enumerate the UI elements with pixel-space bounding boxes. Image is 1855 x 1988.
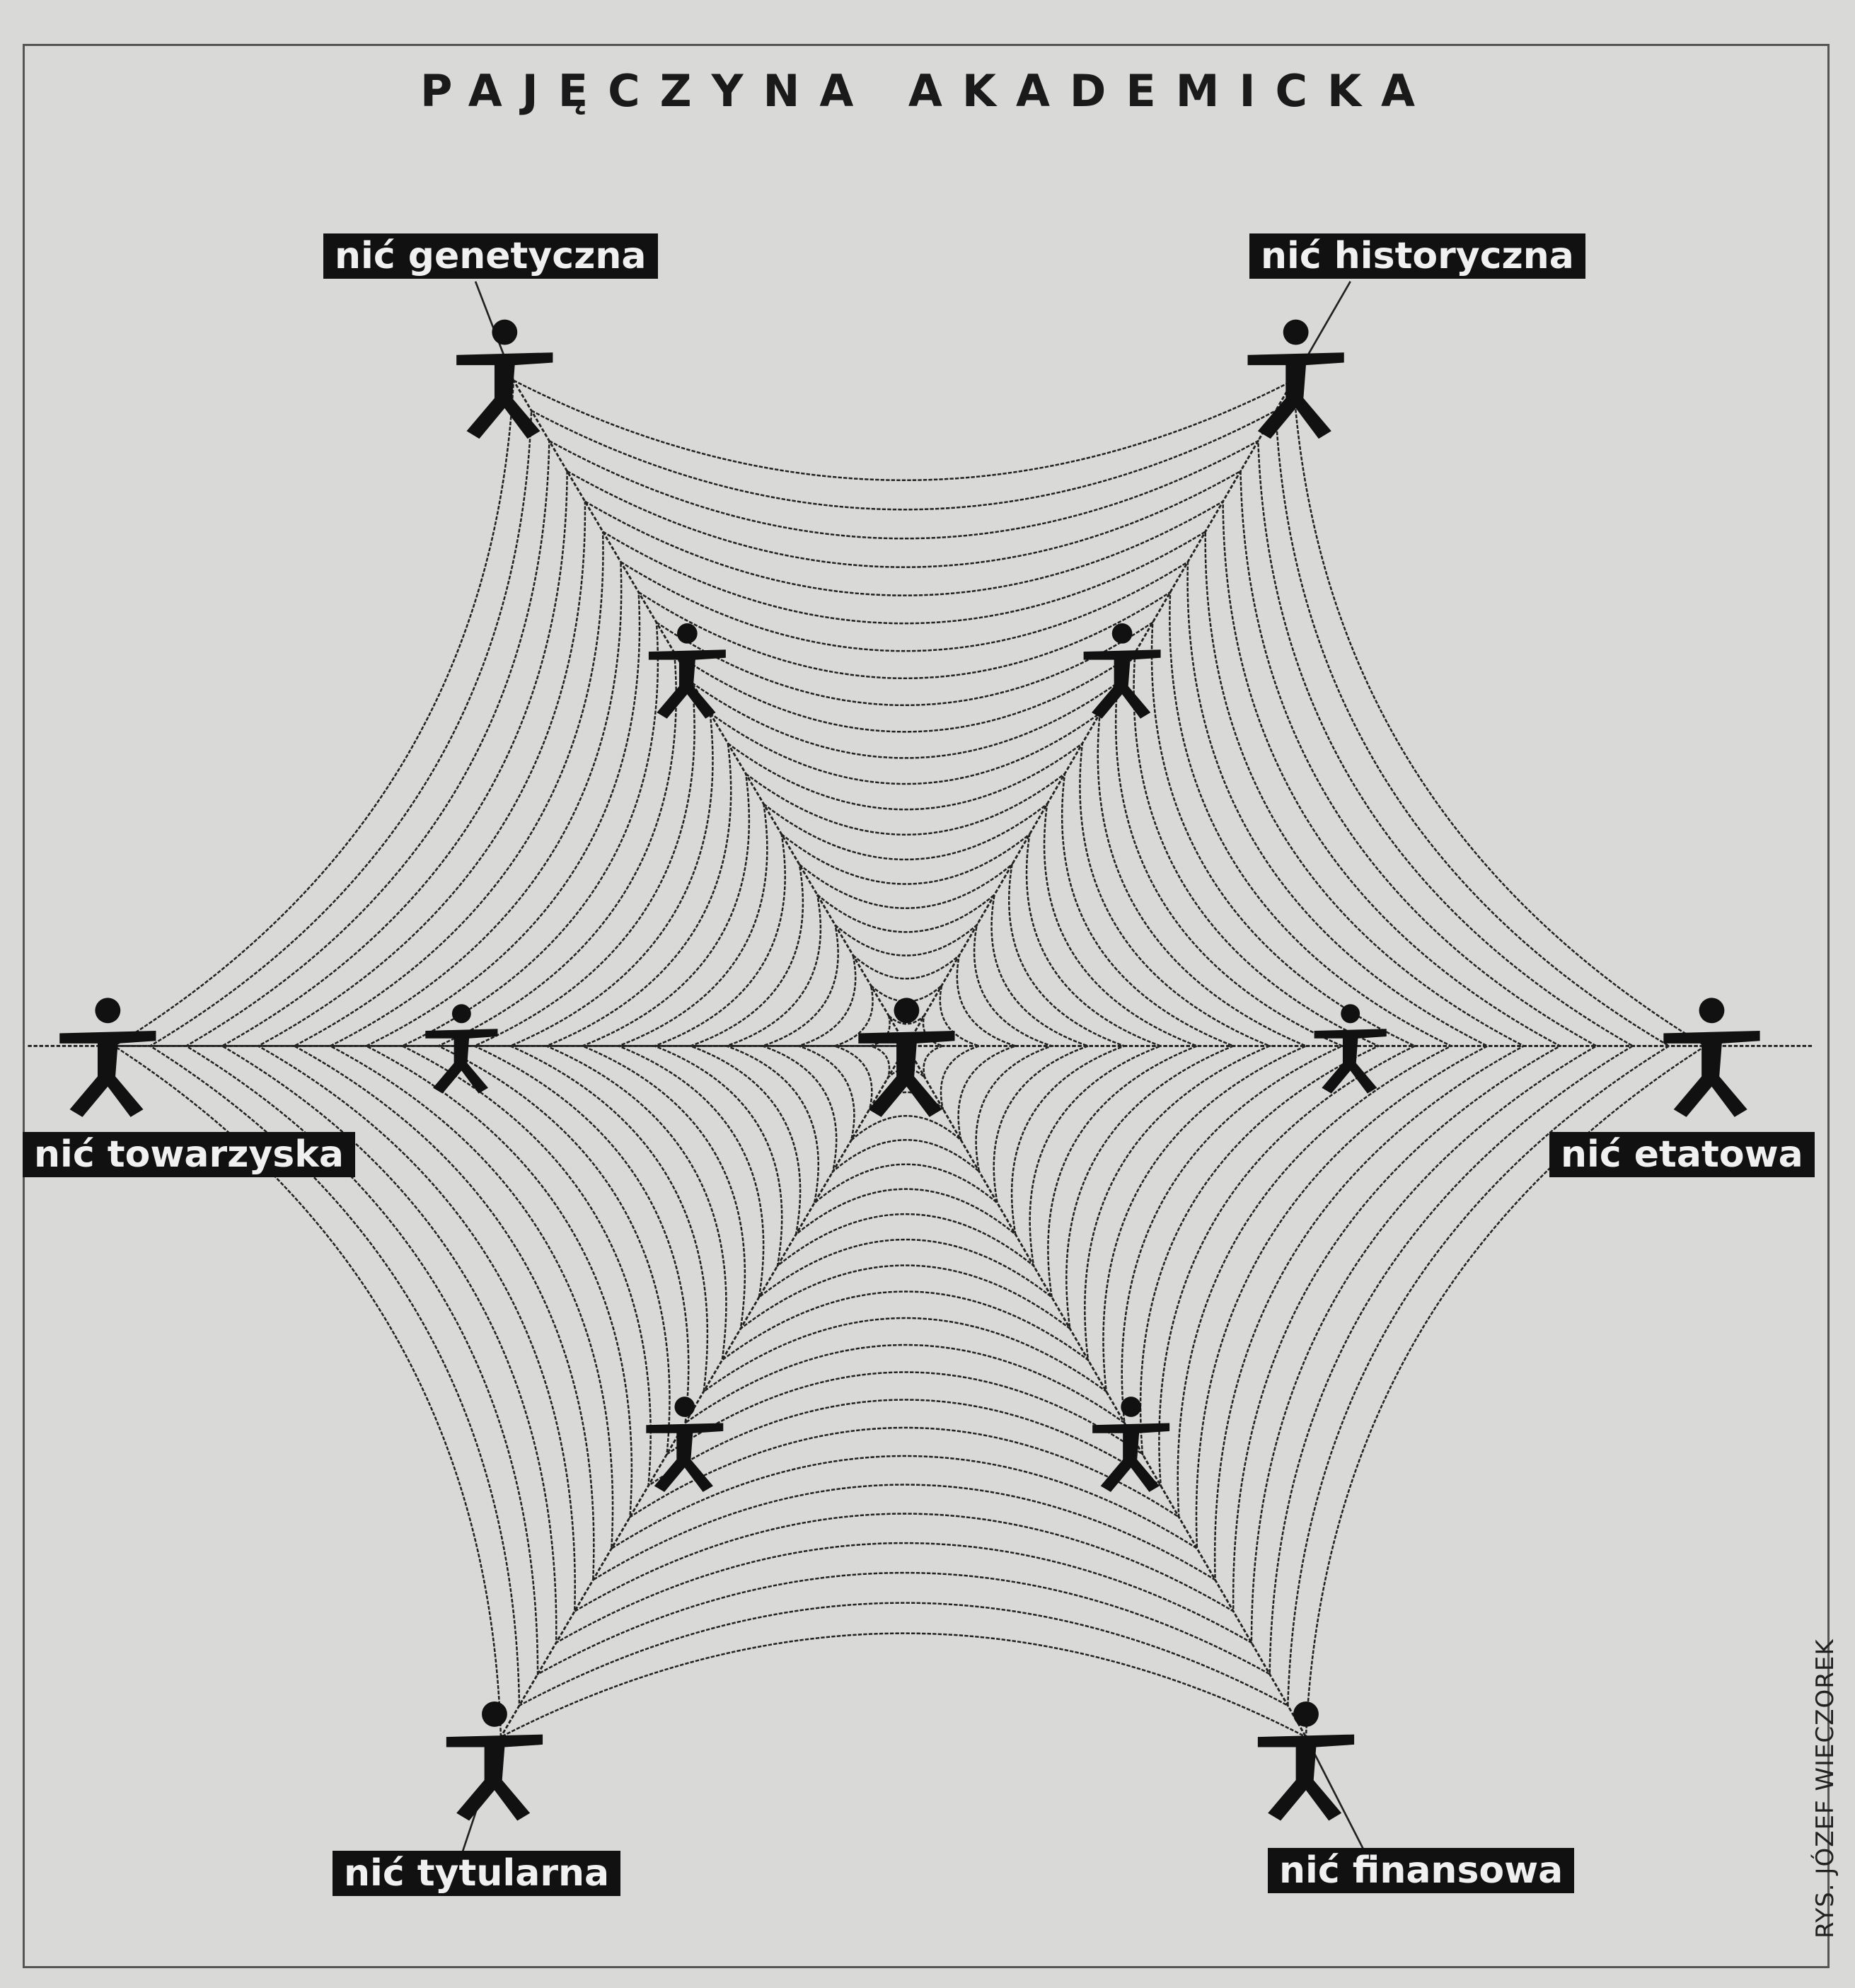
spiral-thread bbox=[292, 530, 1526, 1582]
person-head bbox=[674, 1397, 695, 1417]
spiral-thread bbox=[867, 1013, 947, 1080]
illustration-frame bbox=[23, 44, 1830, 1968]
person-head bbox=[1293, 1701, 1319, 1727]
person-figure-icon bbox=[1092, 1397, 1170, 1492]
person-head bbox=[1283, 319, 1309, 345]
radial-thread bbox=[499, 1045, 908, 1738]
spiral-thread bbox=[364, 590, 1454, 1519]
tether-thread bbox=[1305, 1736, 1364, 1849]
spiral-thread bbox=[436, 651, 1381, 1457]
person-figure-icon bbox=[456, 319, 553, 439]
label-genetic-thread: nić genetyczna bbox=[323, 233, 658, 279]
spiral-thread bbox=[544, 741, 1272, 1363]
person-body bbox=[456, 352, 553, 439]
person-figure-icon bbox=[1314, 1004, 1387, 1094]
spiral-thread bbox=[652, 832, 1164, 1268]
radial-thread bbox=[906, 1045, 1307, 1738]
label-title-thread: nić tytularna bbox=[333, 1851, 621, 1896]
person-body bbox=[1092, 1423, 1170, 1492]
label-staff-thread: nić etatowa bbox=[1549, 1132, 1815, 1177]
person-head bbox=[1699, 998, 1725, 1024]
spiral-thread bbox=[831, 983, 983, 1111]
person-figure-icon bbox=[646, 1397, 724, 1492]
diagram-title: PAJĘCZYNA AKADEMICKA bbox=[420, 65, 1435, 117]
person-head bbox=[482, 1701, 507, 1727]
spiral-thread bbox=[220, 469, 1599, 1645]
spiral-thread bbox=[724, 892, 1091, 1206]
person-head bbox=[451, 1004, 471, 1024]
illustrator-credit: RYS. JÓZEF WIECZOREK bbox=[1811, 1639, 1839, 1938]
spiral-thread bbox=[256, 499, 1562, 1613]
person-figure-icon bbox=[425, 1004, 498, 1094]
person-figure-icon bbox=[1257, 1701, 1355, 1821]
spiral-thread bbox=[616, 802, 1200, 1300]
spiral-thread bbox=[759, 923, 1055, 1174]
label-financial-thread: nić finansowa bbox=[1268, 1848, 1575, 1893]
spiral-thread bbox=[795, 952, 1019, 1143]
person-body bbox=[446, 1734, 543, 1821]
spiral-thread bbox=[688, 862, 1128, 1237]
web-threads bbox=[28, 281, 1813, 1851]
person-body bbox=[1083, 649, 1161, 719]
person-body bbox=[648, 649, 726, 719]
person-body bbox=[1663, 1030, 1760, 1117]
person-head bbox=[1341, 1004, 1360, 1024]
person-body bbox=[858, 1030, 955, 1117]
person-head bbox=[492, 319, 518, 345]
person-figure-icon bbox=[59, 998, 156, 1117]
person-figure-icon bbox=[446, 1701, 543, 1821]
spiral-thread bbox=[184, 439, 1635, 1676]
label-social-thread: nić towarzyska bbox=[23, 1132, 355, 1177]
people-figures bbox=[59, 319, 1760, 1821]
person-body bbox=[425, 1029, 498, 1094]
spiral-thread bbox=[328, 560, 1490, 1551]
person-body bbox=[646, 1423, 724, 1492]
person-head bbox=[95, 998, 121, 1024]
person-body bbox=[1257, 1734, 1355, 1821]
person-figure-icon bbox=[1663, 998, 1760, 1117]
spiral-thread bbox=[400, 620, 1417, 1488]
person-figure-icon bbox=[1247, 319, 1344, 439]
radial-thread bbox=[512, 379, 908, 1047]
person-body bbox=[1314, 1029, 1387, 1094]
person-head bbox=[1121, 1397, 1141, 1417]
person-figure-icon bbox=[648, 623, 726, 719]
person-figure-icon bbox=[1083, 623, 1161, 719]
person-figure-icon bbox=[858, 998, 955, 1117]
person-head bbox=[894, 998, 920, 1024]
person-body bbox=[59, 1030, 156, 1117]
label-historic-thread: nić historyczna bbox=[1249, 233, 1585, 279]
person-head bbox=[677, 623, 698, 644]
person-head bbox=[1111, 623, 1133, 644]
spiral-thread bbox=[579, 771, 1236, 1331]
person-body bbox=[1247, 352, 1344, 439]
